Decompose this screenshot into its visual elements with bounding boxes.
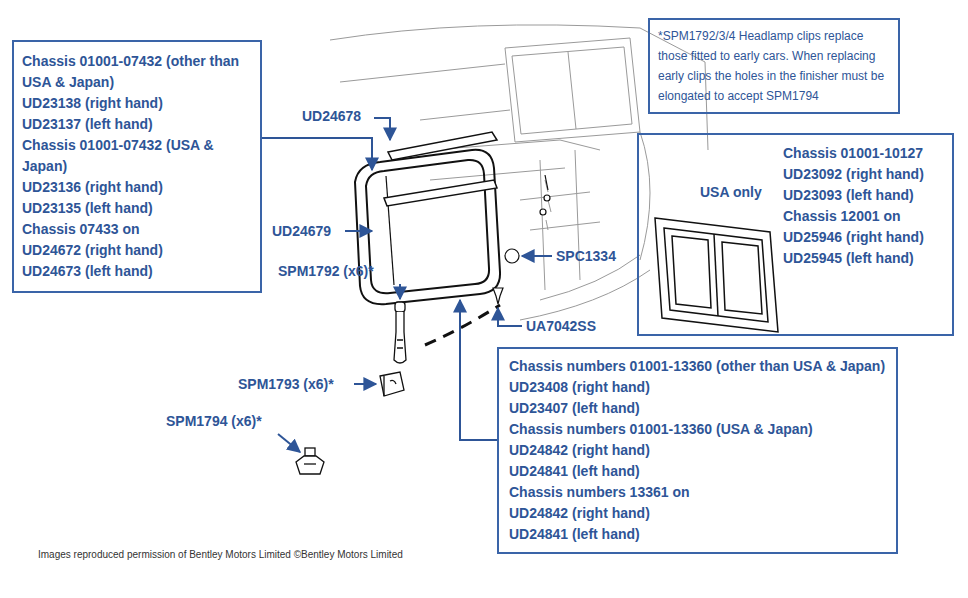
leader-lines bbox=[262, 118, 552, 452]
part-number: UD23138 (right hand) bbox=[22, 93, 252, 114]
part-number: UD24842 (right hand) bbox=[509, 440, 886, 461]
pin-symbol bbox=[394, 302, 406, 363]
part-number: UD24672 (right hand) bbox=[22, 240, 252, 261]
callout-number: UD24678 bbox=[302, 107, 361, 125]
credit-line: Images reproduced permission of Bentley … bbox=[38, 546, 403, 564]
part-number: UD23136 (right hand) bbox=[22, 177, 252, 198]
part-number: UD23137 (left hand) bbox=[22, 114, 252, 135]
part-number: Chassis 01001-07432 (USA & Japan) bbox=[22, 135, 252, 177]
callout-number: UD24679 bbox=[272, 222, 331, 240]
callout-number: SPM1792 (x6)* bbox=[278, 262, 374, 280]
part-number: UD23092 (right hand) bbox=[783, 164, 924, 185]
text-column: Chassis 01001-10127UD23092 (right hand)U… bbox=[783, 143, 924, 269]
part-number: Chassis 12001 on bbox=[783, 206, 924, 227]
region-note: USA only bbox=[700, 182, 762, 203]
callout-box: *SPM1792/3/4 Headlamp clips replace thos… bbox=[648, 18, 900, 114]
callout-number: SPM1794 (x6)* bbox=[166, 412, 262, 430]
callout-number: UA7042SS bbox=[526, 317, 596, 335]
part-number: Chassis 01001-07432 (other than USA & Ja… bbox=[22, 51, 252, 93]
part-number: UD23093 (left hand) bbox=[783, 185, 924, 206]
lens-strips bbox=[384, 132, 497, 206]
part-number: UD24841 (left hand) bbox=[509, 461, 886, 482]
part-number: UD24842 (right hand) bbox=[509, 503, 886, 524]
callout-box: Chassis numbers 01001-13360 (other than … bbox=[497, 347, 898, 554]
fixings bbox=[493, 175, 550, 304]
part-number: Chassis numbers 01001-13360 (USA & Japan… bbox=[509, 419, 886, 440]
clip-symbol bbox=[380, 372, 404, 396]
note-text: *SPM1792/3/4 Headlamp clips replace thos… bbox=[658, 26, 890, 106]
part-number: UD23135 (left hand) bbox=[22, 198, 252, 219]
part-number: UD24841 (left hand) bbox=[509, 524, 886, 545]
car-body bbox=[330, 25, 708, 320]
headlamp-finisher bbox=[355, 150, 500, 304]
part-number: UD23408 (right hand) bbox=[509, 377, 886, 398]
callout-number: SPM1793 (x6)* bbox=[238, 375, 334, 393]
callout-number: SPC1334 bbox=[556, 247, 616, 265]
part-number: Chassis numbers 01001-13360 (other than … bbox=[509, 356, 886, 377]
part-number: UD25945 (left hand) bbox=[783, 248, 924, 269]
housing-image bbox=[655, 218, 778, 332]
dashed-line bbox=[425, 305, 500, 345]
part-number: UD23407 (left hand) bbox=[509, 398, 886, 419]
callout-box: USA only Chassis 01001-10127UD23092 (righ… bbox=[637, 133, 954, 336]
callout-box: Chassis 01001-07432 (other than USA & Ja… bbox=[12, 40, 262, 293]
part-number: Chassis 01001-10127 bbox=[783, 143, 924, 164]
part-number: UD25946 (right hand) bbox=[783, 227, 924, 248]
part-number: Chassis numbers 13361 on bbox=[509, 482, 886, 503]
fastener-symbol bbox=[296, 448, 324, 474]
part-number: UD24673 (left hand) bbox=[22, 261, 252, 282]
part-number: Chassis 07433 on bbox=[22, 219, 252, 240]
